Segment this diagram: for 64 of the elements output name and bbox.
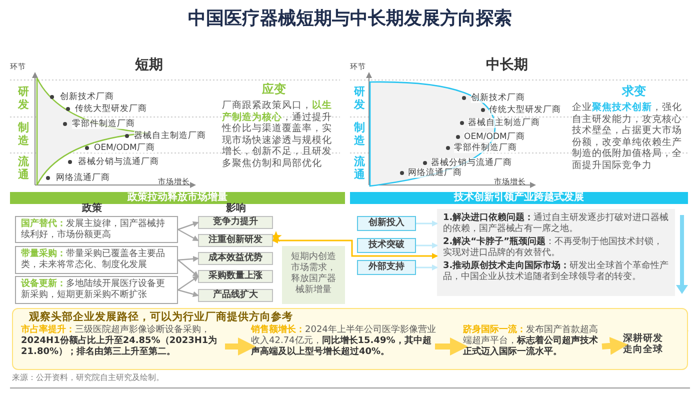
- arrow: [416, 264, 438, 270]
- policy-box: 国产替代：发展主旋律，国产器械持续利好，市场份额更高: [15, 216, 178, 243]
- impact-box: 成本效益优势: [198, 252, 273, 265]
- arrow: [178, 276, 199, 290]
- arrow: [602, 336, 628, 355]
- manufacturer-label: 创新技术厂商: [60, 92, 114, 102]
- arrow: [272, 238, 438, 259]
- stage-label: 流通: [18, 155, 30, 181]
- manufacturer-label: 零部件制造厂商: [454, 143, 517, 153]
- manufacturer-label: 创新技术厂商: [471, 93, 525, 103]
- stage-label: 研发: [354, 85, 366, 111]
- paragraph: 2.解决“卡脖子”瓶颈问题：不再受制于他国技术封锁，实现对进口品牌的有效替代。: [443, 237, 664, 259]
- paragraph: 1.解决进口依赖问题：通过自主研发逐步打破对进口器械的依赖，国产器械占有一席之地。: [443, 213, 669, 235]
- manufacturer-label: 器械分销与流通厂商: [431, 158, 512, 168]
- paragraph-heading: 应变: [262, 84, 286, 94]
- manufacturer-label: 零部件制造厂商: [72, 119, 135, 129]
- stage-label: 流通: [354, 155, 366, 181]
- stage-label: 制造: [354, 121, 366, 147]
- section-band: 政策拉动释放市场增量: [10, 192, 345, 204]
- summary-box: 短期内创造市场需求，释放国产器械新增量: [282, 246, 345, 304]
- arrow: [178, 221, 199, 230]
- page-title: 中国医疗器械短期与中长期发展方向探索: [187, 7, 513, 30]
- factor-box: 技术突破: [357, 238, 416, 253]
- case-text: 销售额增长：2024年上半年公司医学影像营业收入42.74亿元，同比增长15.49%，其中超声高端及以上型号增长超过40%。: [251, 325, 436, 370]
- column-heading: 政策: [82, 204, 102, 214]
- manufacturer-label: 器械自主制造厂商: [468, 118, 540, 128]
- manufacturer-label: 器械分销与流通厂商: [78, 157, 159, 167]
- arrow: [435, 338, 468, 356]
- manufacturer-label: 器械自主制造厂商: [134, 131, 206, 141]
- arrow: [178, 289, 199, 298]
- factor-box: 创新投入: [357, 216, 416, 231]
- column-heading: 影响: [226, 204, 246, 214]
- manufacturer-label: OEM/ODM厂商: [94, 143, 155, 153]
- paragraph-heading: 求变: [622, 86, 646, 96]
- case-panel: [12, 308, 688, 370]
- impact-box: 产品线扩大: [198, 289, 273, 302]
- arrow: [178, 260, 199, 278]
- policy-box: 带量采购：带量采购已覆盖各主要品类，未来将常态化、制度化发展: [15, 246, 178, 274]
- text-box: [437, 209, 675, 296]
- arrow: [178, 228, 199, 242]
- paragraph: 企业聚焦技术创新，强化自主研发能力，攻克核心技术壁垒，占据更大市场份额，改变单纯依赖生产制造的低附加值格局，全面提升国际竞争力: [572, 102, 683, 171]
- manufacturer-label: 传统大型研发厂商: [75, 104, 147, 114]
- arrow: [178, 256, 199, 262]
- factor-box: 外部支持: [357, 260, 416, 275]
- paragraph: 3.推动原创技术走向国际市场：研发出全球首个革命性产品，中国企业从技术追随者到全球领导者的转变。: [443, 261, 669, 283]
- paragraph: 厂商跟紧政策风口，以生产制造为核心，通过提升性价比与渠道覆盖率，实现市场快速渗透与规模化增长，创新不足，且研发多聚焦仿制和局部优化: [222, 100, 333, 169]
- case-text: 市占率提升：三级医院超声影像诊断设备采购，2024H1份额占比上升至24.85%（2023H1为21.80%）；排名由第三上升至第二。: [21, 325, 226, 370]
- impact-box: 采购数量上涨: [198, 270, 273, 283]
- source-note: 来源：公开资料，研究院自主研究及绘制。: [12, 373, 164, 383]
- section-band: 技术创新引领产业跨越式发展: [350, 192, 688, 204]
- outcome-text: 深耕研发走向全球: [623, 333, 663, 359]
- manufacturer-label: 网络流通厂商: [56, 173, 110, 183]
- stage-label: 制造: [18, 121, 30, 147]
- stage-label: 研发: [18, 85, 30, 111]
- manufacturer-label: 网络流通厂商: [408, 168, 462, 178]
- panel-heading: 观察头部企业发展路径，可以为行业厂商提供方向参考: [29, 311, 293, 324]
- impact-box: 竞争力提升: [198, 216, 273, 229]
- arrow: [416, 242, 438, 248]
- manufacturer-label: OEM/ODM厂商: [464, 132, 525, 142]
- manufacturer-label: 传统大型研发厂商: [489, 105, 561, 115]
- arrow: [225, 338, 256, 356]
- impact-box: 注重创新研发: [198, 234, 273, 247]
- arrow: [416, 220, 438, 226]
- policy-box: 设备更新：多地陆续开展医疗设备更新采购，短期更新采购不断扩张: [15, 276, 178, 304]
